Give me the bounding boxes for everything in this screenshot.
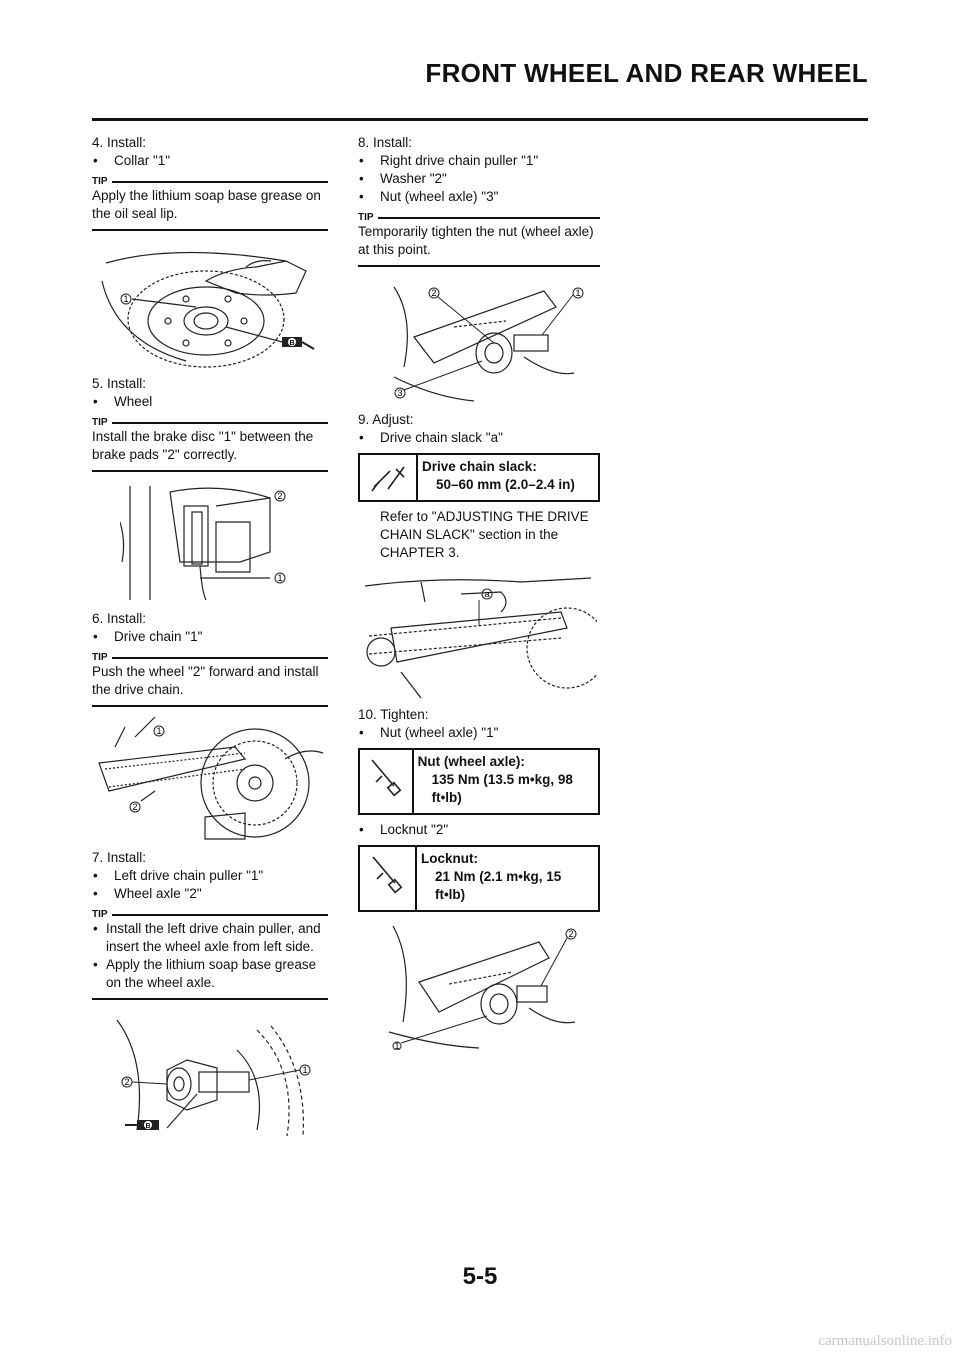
- tip-text: Apply the lithium soap base grease on th…: [92, 188, 321, 221]
- tip-text: Install the brake disc "1" between the b…: [92, 429, 314, 462]
- spec-value: 135 Nm (13.5 m•kg, 98 ft•lb): [431, 772, 573, 805]
- tip-header: TIP: [358, 212, 600, 223]
- illustration-wheel-axle: 1 2 B: [107, 1010, 313, 1140]
- step-5-title: 5. Install:: [92, 376, 147, 391]
- step-6-title: 6. Install:: [92, 611, 147, 626]
- left-column: 4. Install: •Collar "1" TIP Apply the li…: [92, 134, 328, 1146]
- svg-text:2: 2: [132, 802, 137, 812]
- svg-text:B: B: [145, 1123, 150, 1130]
- step-4-title: 4. Install:: [92, 135, 147, 150]
- spec-box-chain-slack: Drive chain slack: 50–60 mm (2.0–2.4 in): [358, 453, 600, 502]
- page-title: FRONT WHEEL AND REAR WHEEL: [425, 58, 868, 88]
- tip-bullet-1: •Install the left drive chain puller, an…: [93, 921, 321, 954]
- tip-end-rule: [92, 998, 328, 1000]
- svg-text:1: 1: [394, 1041, 399, 1050]
- step-10-item-1: •Nut (wheel axle) "1": [359, 725, 499, 740]
- illustration-brake-disc: 2 1: [120, 482, 300, 604]
- step-8-item-2: •Washer "2": [359, 171, 447, 186]
- illustration-collar: 1 B: [96, 241, 324, 369]
- illustration-right-chain-puller: 2 1 3: [374, 277, 584, 405]
- svg-text:1: 1: [302, 1065, 307, 1075]
- illustration-drive-chain: 1 2: [95, 717, 325, 843]
- spec-label: Nut (wheel axle):: [417, 754, 525, 769]
- grease-b-icon: B: [125, 1120, 159, 1130]
- tip-text: Push the wheel "2" forward and install t…: [92, 664, 319, 697]
- svg-text:a: a: [484, 589, 489, 599]
- step-9-item: •Drive chain slack "a": [359, 430, 503, 445]
- step-7-item-1: •Left drive chain puller "1": [93, 868, 264, 883]
- svg-text:B: B: [289, 340, 294, 347]
- spec-label: Locknut:: [420, 851, 478, 866]
- right-column: 8. Install: •Right drive chain puller "1…: [358, 134, 600, 1056]
- tip-header: TIP: [92, 652, 328, 663]
- callout-1: 1: [123, 294, 128, 304]
- step-8-item-3: •Nut (wheel axle) "3": [359, 189, 499, 204]
- step-6-item: •Drive chain "1": [93, 629, 203, 644]
- reference-text: Refer to "ADJUSTING THE DRIVE CHAIN SLAC…: [380, 509, 589, 560]
- svg-text:2: 2: [124, 1077, 129, 1087]
- step-4-item: •Collar "1": [93, 153, 171, 168]
- grease-b-icon: B: [282, 337, 315, 350]
- torque-wrench-icon: [360, 847, 417, 910]
- tip-text: Temporarily tighten the nut (wheel axle)…: [358, 224, 594, 257]
- step-10-title: 10. Tighten:: [358, 707, 429, 722]
- tip-end-rule: [358, 265, 600, 267]
- spec-value: 50–60 mm (2.0–2.4 in): [436, 477, 575, 492]
- svg-text:1: 1: [277, 573, 282, 583]
- step-7-item-2: •Wheel axle "2": [93, 886, 202, 901]
- tip-end-rule: [92, 470, 328, 472]
- header-rule: [92, 118, 868, 121]
- page-number: 5-5: [462, 1263, 498, 1290]
- svg-text:1: 1: [575, 288, 580, 298]
- torque-wrench-icon: [360, 750, 414, 813]
- spec-box-axle-nut-torque: Nut (wheel axle): 135 Nm (13.5 m•kg, 98 …: [358, 748, 600, 815]
- tip-bullet-2: •Apply the lithium soap base grease on t…: [93, 957, 317, 990]
- spec-label: Drive chain slack:: [422, 459, 537, 474]
- svg-text:2: 2: [431, 288, 436, 298]
- step-5-item: •Wheel: [93, 394, 153, 409]
- adjust-icon: [360, 455, 418, 500]
- step-9-title: 9. Adjust:: [358, 412, 414, 427]
- watermark: carmanualsonline.info: [818, 1333, 952, 1349]
- illustration-chain-slack: a: [361, 572, 597, 700]
- step-10-item-2: •Locknut "2": [359, 822, 449, 837]
- tip-header: TIP: [92, 417, 328, 428]
- spec-box-locknut-torque: Locknut: 21 Nm (2.1 m•kg, 15 ft•lb): [358, 845, 600, 912]
- step-8-item-1: •Right drive chain puller "1": [359, 153, 539, 168]
- tip-end-rule: [92, 705, 328, 707]
- step-7-title: 7. Install:: [92, 850, 147, 865]
- svg-text:3: 3: [397, 388, 402, 398]
- spec-value: 21 Nm (2.1 m•kg, 15 ft•lb): [434, 869, 562, 902]
- step-8-title: 8. Install:: [358, 135, 413, 150]
- svg-text:2: 2: [568, 929, 573, 939]
- tip-header: TIP: [92, 176, 328, 187]
- illustration-locknut: 2 1: [379, 922, 579, 1050]
- tip-end-rule: [92, 229, 328, 231]
- tip-header: TIP: [92, 909, 328, 920]
- svg-text:2: 2: [277, 491, 282, 501]
- svg-text:1: 1: [156, 726, 161, 736]
